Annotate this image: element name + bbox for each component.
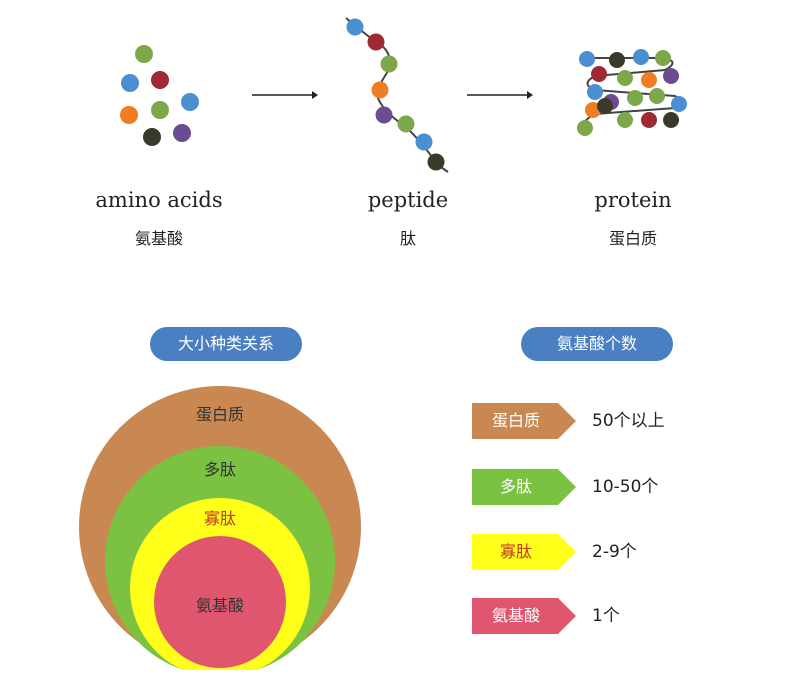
tag-protein-label: 蛋白质 (491, 411, 540, 430)
size-relationship-pill: 大小种类关系 (150, 327, 302, 361)
arrow-2-icon (467, 91, 533, 99)
protein-zh-label: 蛋白质 (608, 229, 657, 248)
count-polypeptide: 10-50个 (592, 477, 659, 497)
count-oligopeptide: 2-9个 (592, 542, 637, 562)
tag-protein: 蛋白质 (472, 403, 576, 439)
tag-amino-acid-label: 氨基酸 (491, 606, 540, 625)
tag-polypeptide-label: 多肽 (499, 477, 532, 496)
count-amino-acid: 1个 (592, 606, 620, 626)
tag-polypeptide: 多肽 (472, 469, 576, 505)
peptide-chain-illustration (345, 17, 449, 173)
amino-acids-label: amino acids (95, 188, 223, 212)
arrow-1-icon (252, 91, 318, 99)
peptide-zh-label: 肽 (399, 229, 416, 248)
peptide-label: peptide (367, 188, 449, 212)
protein-circle-label: 蛋白质 (195, 405, 244, 424)
protein-fold-illustration (577, 49, 687, 136)
amino-acid-circle-label: 氨基酸 (195, 596, 244, 615)
tag-amino-acid: 氨基酸 (472, 598, 576, 634)
amino-acids-zh-label: 氨基酸 (134, 229, 183, 248)
polypeptide-circle-label: 多肽 (203, 460, 236, 479)
tag-oligopeptide: 寡肽 (472, 534, 576, 570)
tag-oligopeptide-label: 寡肽 (499, 542, 532, 561)
protein-label: protein (594, 188, 672, 212)
nested-circles-diagram (79, 386, 361, 670)
amino-count-pill: 氨基酸个数 (521, 327, 673, 361)
count-protein: 50个以上 (592, 411, 665, 431)
amino-acid-circle (154, 536, 286, 668)
oligopeptide-circle-label: 寡肽 (203, 509, 236, 528)
amino-acids-illustration (120, 45, 199, 146)
